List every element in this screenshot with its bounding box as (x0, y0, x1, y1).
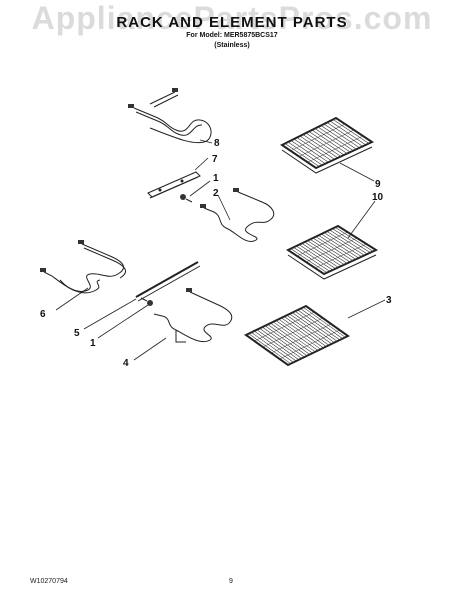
rod-part-5 (135, 261, 201, 302)
diagram-title: RACK AND ELEMENT PARTS (116, 14, 348, 31)
rack-wire (279, 329, 340, 360)
oven-rack-part-10 (285, 224, 379, 280)
screw-part-1-upper (180, 194, 193, 203)
callout-9: 9 (375, 179, 381, 190)
leader-lines (55, 139, 386, 361)
upper-element-part-8 (128, 88, 212, 144)
rack-wire (286, 314, 330, 346)
rack-wire (248, 333, 291, 364)
rack-wire (303, 307, 346, 338)
rack-wire (297, 309, 340, 341)
rack-wire (256, 329, 300, 360)
rack-wire (273, 321, 316, 353)
finish-line: (Stainless) (214, 42, 250, 49)
callout-4: 4 (123, 358, 129, 369)
oven-rack-part-3 (244, 304, 350, 367)
rack-wire (298, 129, 355, 157)
rack-wire (314, 243, 367, 269)
rack-wire (284, 316, 327, 347)
callout-labels: 8 7 1 2 9 10 3 6 5 1 4 (40, 138, 392, 369)
callout-7: 7 (212, 154, 218, 165)
callout-1-upper: 1 (213, 173, 219, 184)
rack-wire (300, 308, 343, 339)
callout-6: 6 (40, 309, 46, 320)
rack-wire (267, 324, 310, 355)
model-line: For Model: MER5875BCS17 (186, 32, 278, 39)
rack-wire (251, 332, 294, 363)
callout-3: 3 (386, 295, 392, 306)
rack-wire (271, 323, 332, 354)
rack-wire (307, 135, 364, 163)
rack-wire (281, 317, 324, 349)
rack-wire (292, 312, 335, 343)
rack-wire (294, 311, 338, 342)
page-number: 9 (229, 578, 233, 585)
rack-wire (264, 325, 308, 357)
rack-wire (262, 317, 323, 348)
bracket-part-7 (147, 171, 201, 199)
rack-wire (275, 320, 319, 351)
rack-wire (254, 311, 315, 342)
bake-element-part-4 (153, 288, 233, 343)
rack-wire (296, 231, 348, 257)
rack-wire (259, 328, 302, 359)
rack-wire (270, 322, 313, 354)
oven-rack-part-9 (280, 116, 375, 174)
callout-2: 2 (213, 188, 219, 199)
doc-number: W10270794 (30, 578, 68, 585)
broil-element-part-2 (200, 188, 275, 242)
rack-wire (262, 326, 305, 358)
screw-part-1-lower (140, 297, 153, 306)
rack-wire (254, 330, 297, 362)
bake-element-part-6 (40, 240, 127, 294)
rack-wire (305, 237, 358, 263)
callout-8: 8 (214, 138, 220, 149)
callout-5: 5 (74, 328, 80, 339)
rack-wire (278, 318, 321, 350)
watermark: AppliancePartsPros.com (31, 0, 433, 36)
callout-1-lower: 1 (90, 338, 96, 349)
callout-10: 10 (372, 192, 384, 203)
rack-wire (290, 123, 346, 151)
rack-wire (289, 313, 332, 345)
